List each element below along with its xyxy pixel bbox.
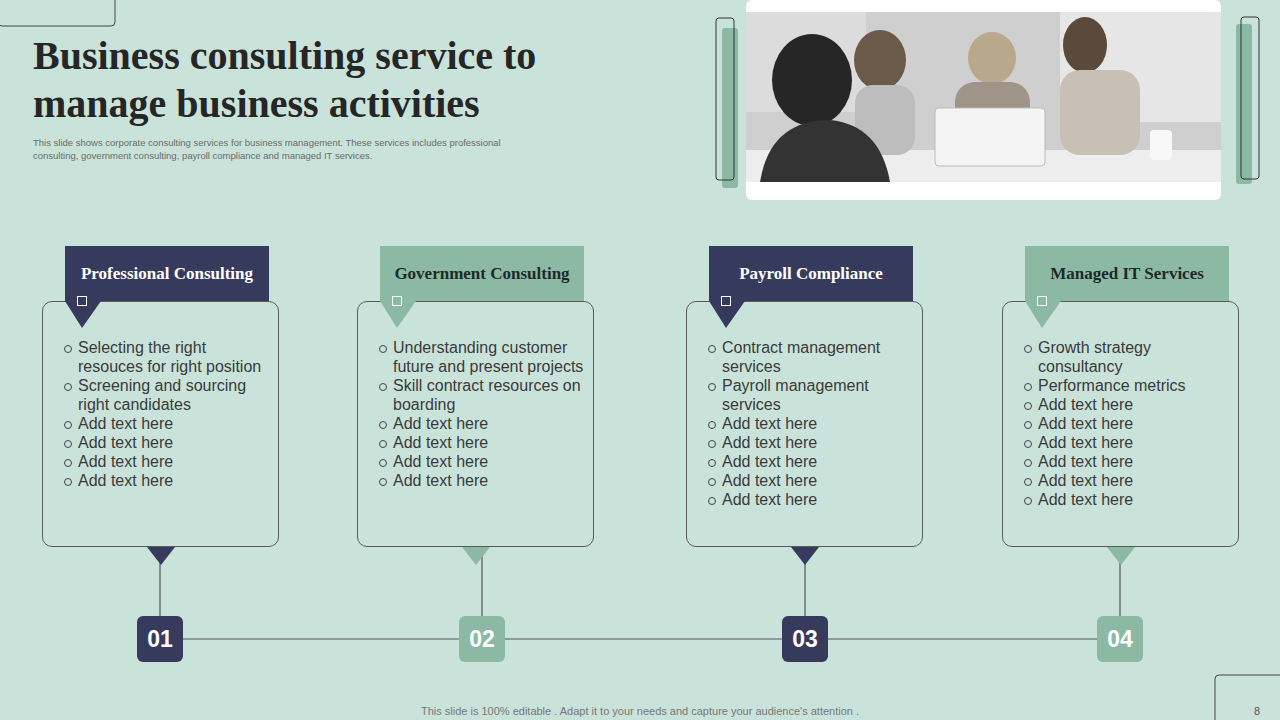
bullet-item: Add text here (379, 471, 584, 490)
bullet-item: Add text here (1024, 471, 1229, 490)
tab-icon (721, 296, 731, 306)
accent-bar (722, 28, 738, 188)
accent-bar (716, 18, 734, 180)
pointer-shape (147, 547, 175, 565)
bullet-list: Selecting the right resouces for right p… (64, 338, 269, 490)
connector-line (481, 547, 482, 616)
tab-icon (1037, 296, 1047, 306)
card-pointer (147, 547, 175, 565)
callout-number: 02 (469, 626, 495, 652)
bullet-item: Understanding customer future and presen… (379, 338, 584, 376)
slide-title: Business consulting service to manage bu… (33, 32, 673, 128)
bullet-item: Payroll management services (708, 376, 913, 414)
card-pointer (791, 547, 819, 565)
card-heading: Government Consulting (394, 264, 569, 284)
card-heading: Payroll Compliance (739, 264, 883, 284)
card-heading: Professional Consulting (81, 264, 253, 284)
corner-frame (0, 0, 115, 26)
pointer-shape (1107, 547, 1135, 565)
heading-tab: Payroll Compliance (709, 246, 913, 301)
bullet-item: Add text here (1024, 452, 1229, 471)
callout-number: 01 (147, 626, 173, 652)
bullet-item: Selecting the right resouces for right p… (64, 338, 269, 376)
bullet-item: Add text here (64, 452, 269, 471)
bullet-item: Skill contract resources on boarding (379, 376, 584, 414)
bullet-item: Screening and sourcing right candidates (64, 376, 269, 414)
number-badge: 04 (1097, 616, 1143, 662)
bullet-item: Add text here (64, 414, 269, 433)
photo (746, 0, 1221, 200)
page-number: 8 (1254, 705, 1260, 718)
card-pointer (1107, 547, 1135, 565)
bullet-item: Add text here (1024, 490, 1229, 509)
heading-tab: Professional Consulting (65, 246, 269, 301)
bullet-item: Contract management services (708, 338, 913, 376)
card-heading: Managed IT Services (1050, 264, 1204, 284)
tab-icon (77, 296, 87, 306)
tab-icon (392, 296, 402, 306)
bullet-item: Add text here (1024, 414, 1229, 433)
bullet-item: Performance metrics (1024, 376, 1229, 395)
service-card: Managed IT ServicesGrowth strategy consu… (1002, 246, 1239, 547)
service-card: Professional ConsultingSelecting the rig… (42, 246, 279, 547)
bullet-item: Add text here (64, 471, 269, 490)
card-pointer (462, 547, 490, 565)
bullet-item: Add text here (1024, 395, 1229, 414)
bullet-item: Add text here (708, 414, 913, 433)
footer-note: This slide is 100% editable . Adapt it t… (0, 705, 1280, 718)
bullet-item: Add text here (379, 452, 584, 471)
number-badge: 01 (137, 616, 183, 662)
service-card: Government ConsultingUnderstanding custo… (357, 246, 594, 547)
slide-caption: This slide shows corporate consulting se… (33, 136, 513, 162)
bullet-list: Growth strategy consultancyPerformance m… (1024, 338, 1229, 509)
callout-number: 03 (792, 626, 818, 652)
connector-line (183, 638, 459, 639)
heading-tab: Government Consulting (380, 246, 584, 301)
bullet-item: Add text here (708, 471, 913, 490)
card-box: Understanding customer future and presen… (357, 301, 594, 547)
pointer-shape (462, 547, 490, 565)
number-badge: 02 (459, 616, 505, 662)
bullet-item: Add text here (1024, 433, 1229, 452)
bullet-item: Add text here (379, 433, 584, 452)
bullet-item: Add text here (708, 452, 913, 471)
corner-frame (1215, 675, 1280, 720)
number-badge: 03 (782, 616, 828, 662)
service-card: Payroll ComplianceContract management se… (686, 246, 923, 547)
bullet-item: Add text here (708, 433, 913, 452)
callout-number: 04 (1107, 626, 1133, 652)
bullet-list: Contract management servicesPayroll mana… (708, 338, 913, 509)
pointer-shape (791, 547, 819, 565)
card-box: Growth strategy consultancyPerformance m… (1002, 301, 1239, 547)
connector-line (828, 638, 1097, 639)
card-box: Contract management servicesPayroll mana… (686, 301, 923, 547)
heading-tab: Managed IT Services (1025, 246, 1229, 301)
card-box: Selecting the right resouces for right p… (42, 301, 279, 547)
accent-bar (1241, 17, 1259, 179)
bullet-item: Add text here (708, 490, 913, 509)
bullet-item: Add text here (379, 414, 584, 433)
connector-line (505, 638, 782, 639)
bullet-item: Growth strategy consultancy (1024, 338, 1229, 376)
bullet-item: Add text here (64, 433, 269, 452)
accent-bar (1236, 24, 1252, 184)
bullet-list: Understanding customer future and presen… (379, 338, 584, 490)
